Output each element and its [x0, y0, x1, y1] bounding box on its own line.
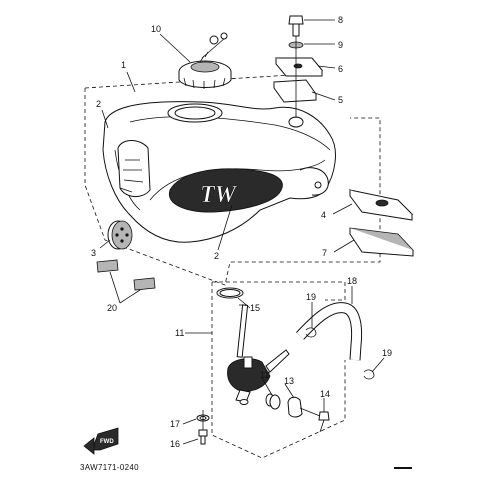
- callout-18: 18: [347, 276, 357, 286]
- tank-emblem: TW: [169, 168, 283, 213]
- callout-6: 6: [338, 64, 343, 74]
- hose-clips: [305, 327, 375, 380]
- callout-19b: 19: [382, 348, 392, 358]
- leader-lines: [99, 19, 385, 445]
- callout-15: 15: [250, 303, 260, 313]
- callout-12: 12: [260, 370, 270, 380]
- callout-2: 2: [96, 99, 101, 109]
- tank-assembly-outline: [84, 74, 381, 286]
- callout-13: 13: [284, 376, 294, 386]
- filler-neck: [167, 103, 223, 123]
- rubber-damper: [107, 220, 133, 250]
- callout-4: 4: [321, 210, 326, 220]
- callout-labels: 1 2 2 3 4 5 6 7 8 9 10 11 12 13 14 15 16…: [91, 15, 392, 449]
- o-ring: [216, 287, 244, 299]
- rear-bracket-plate: [348, 189, 414, 221]
- callout-16: 16: [170, 439, 180, 449]
- tank-emblem-text: TW: [200, 182, 238, 208]
- callout-3: 3: [91, 248, 96, 258]
- lower-plate: [349, 227, 414, 257]
- fuel-cap: [178, 32, 232, 89]
- cock-hardware: [265, 393, 330, 433]
- tank-side-cutout: [117, 140, 151, 197]
- callout-10: 10: [151, 24, 161, 34]
- callout-2b: 2: [214, 251, 219, 261]
- callout-19: 19: [306, 292, 316, 302]
- callout-8: 8: [338, 15, 343, 25]
- diagram-code: 3AW7171-0240: [80, 463, 139, 472]
- callout-17: 17: [170, 419, 180, 429]
- callout-5: 5: [338, 95, 343, 105]
- callout-7: 7: [322, 248, 327, 258]
- drain-screw: [196, 410, 210, 445]
- callout-1: 1: [121, 60, 126, 70]
- petcock-assembly-outline: [211, 281, 346, 459]
- rear-mount-hardware: [273, 15, 324, 128]
- fuel-hose: [295, 302, 363, 361]
- fwd-label: FWD: [100, 439, 114, 445]
- knee-pads: [96, 259, 156, 291]
- callout-14: 14: [320, 389, 330, 399]
- fwd-arrow: FWD: [83, 427, 119, 455]
- fuel-cock: [227, 304, 290, 405]
- callout-20: 20: [107, 303, 117, 313]
- callout-9: 9: [338, 40, 343, 50]
- callout-11: 11: [175, 328, 184, 338]
